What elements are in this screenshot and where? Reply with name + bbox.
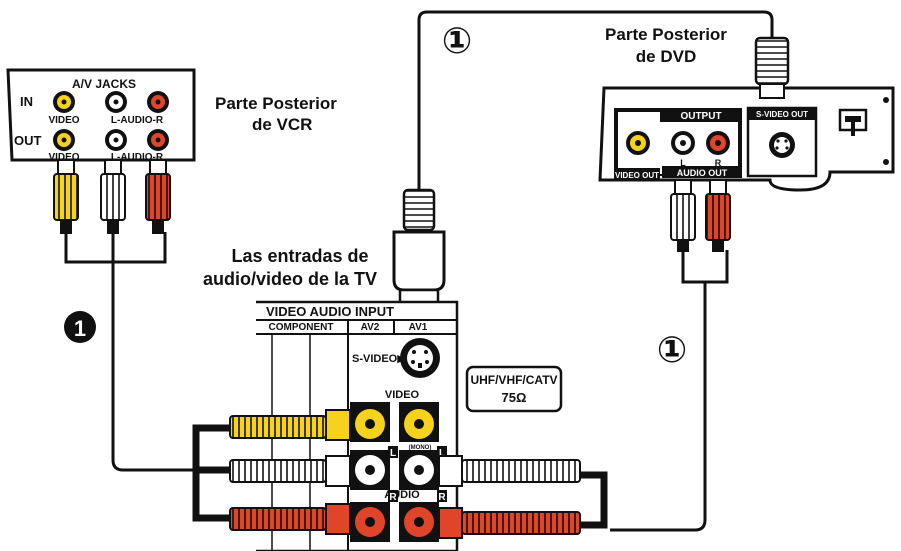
- vcr-out-audio-l-jack[interactable]: [105, 129, 127, 151]
- dvd-audio-cable: [610, 250, 729, 532]
- tv-caption-line1: Las entradas de: [231, 246, 368, 266]
- dvd-video-out-label: VIDEO OUT: [615, 171, 659, 180]
- tv-av1-r-tag: R: [438, 492, 446, 503]
- tv-video-label: VIDEO: [385, 389, 420, 401]
- dvd-svideo-plug: [754, 36, 790, 99]
- vcr-in-audio-label: L-AUDIO-R: [111, 115, 164, 126]
- vcr-caption-line1: Parte Posterior: [215, 94, 337, 113]
- option-1-right-marker: ①: [657, 329, 687, 370]
- dvd-output-label: OUTPUT: [680, 111, 721, 122]
- tv-av2-video-jack[interactable]: [350, 402, 390, 442]
- dvd-audio-out-label: AUDIO OUT: [677, 168, 728, 178]
- dvd-audio-l-jack[interactable]: [671, 131, 695, 155]
- vcr-out-audio-label: L-AUDIO-R: [111, 152, 164, 163]
- dvd-audio-r-jack[interactable]: [706, 131, 730, 155]
- tv-svideo-plug: [392, 188, 446, 310]
- vcr-out-video-label: VIDEO: [48, 152, 79, 163]
- vcr-plug-yellow: [53, 159, 79, 234]
- vcr-out-audio-r-jack[interactable]: [147, 129, 169, 151]
- tv-av2-r-tag: R: [389, 492, 397, 503]
- vcr-in-video-label: VIDEO: [48, 115, 79, 126]
- antenna-input-box: UHF/VHF/CATV 75Ω: [465, 365, 563, 413]
- dvd-svideo-out-label: S-VIDEO OUT: [756, 110, 808, 119]
- svideo-cable: [417, 10, 774, 190]
- vcr-plug-white: [100, 159, 126, 234]
- dvd-video-out-jack[interactable]: [626, 131, 650, 155]
- vcr-out-video-jack[interactable]: [53, 129, 75, 151]
- vcr-plug-red: [145, 159, 171, 234]
- tv-av2-l-tag: L: [390, 448, 396, 459]
- dvd-plug-white: [670, 179, 696, 252]
- tv-av2-label: AV2: [361, 322, 380, 333]
- tv-right-plug-white: [438, 455, 581, 487]
- dvd-l-label: L: [680, 158, 686, 168]
- vcr-caption-line2: de VCR: [252, 115, 312, 134]
- dvd-plug-red: [705, 179, 731, 252]
- vcr-in-audio-r-jack[interactable]: [147, 91, 169, 113]
- tv-right-plug-red: [438, 507, 581, 539]
- tv-av1-l-tag: L: [439, 448, 445, 459]
- dvd-caption-line2: de DVD: [636, 47, 696, 66]
- tv-av1-audio-l-jack[interactable]: [399, 450, 439, 490]
- option-1-top-marker: ①: [442, 20, 472, 61]
- option-1-filled-marker: 1: [64, 311, 96, 343]
- vcr-panel-title: A/V JACKS: [72, 77, 136, 91]
- dvd-rear-panel: OUTPUT L R VIDEO OUT AUDIO OUT S-VIDEO O…: [598, 86, 895, 192]
- vcr-in-video-jack[interactable]: [53, 91, 75, 113]
- tv-panel-title: VIDEO AUDIO INPUT: [266, 304, 394, 319]
- tv-left-plug-red: [229, 503, 351, 535]
- vcr-rear-panel: A/V JACKS IN OUT VIDEO L-AUDIO-R VIDEO L…: [6, 68, 196, 163]
- tv-av1-label: AV1: [409, 322, 428, 333]
- tv-svideo-in-jack[interactable]: [400, 338, 440, 378]
- vcr-out-label: OUT: [14, 133, 42, 148]
- dvd-caption-line1: Parte Posterior: [605, 25, 727, 44]
- tv-input-panel: VIDEO AUDIO INPUT COMPONENT AV2 AV1 S-VI…: [256, 300, 459, 551]
- tv-component-label: COMPONENT: [269, 322, 334, 333]
- dvd-power-connector: [838, 108, 868, 136]
- tv-right-cable-loop: [580, 471, 608, 529]
- vcr-av-cable: [64, 232, 200, 472]
- dvd-svideo-out-jack[interactable]: [769, 132, 795, 158]
- tv-mono-label: (MONO): [409, 445, 432, 451]
- vcr-in-label: IN: [20, 94, 33, 109]
- tv-av1-audio-r-jack[interactable]: [399, 502, 439, 542]
- tv-av2-audio-l-jack[interactable]: [350, 450, 390, 490]
- tv-left-plug-yellow: [229, 409, 351, 441]
- tv-svideo-label: S-VIDEO▶: [352, 353, 406, 365]
- dvd-r-label: R: [715, 158, 722, 168]
- tv-left-plug-white: [229, 455, 351, 487]
- tv-caption-line2: audio/video de la TV: [203, 269, 377, 289]
- antenna-label-line1: UHF/VHF/CATV: [470, 373, 557, 387]
- svg-text:1: 1: [74, 316, 86, 341]
- tv-av2-audio-r-jack[interactable]: [350, 502, 390, 542]
- vcr-in-audio-l-jack[interactable]: [105, 91, 127, 113]
- antenna-label-line2: 75Ω: [502, 390, 527, 405]
- tv-av1-video-jack[interactable]: [399, 402, 439, 442]
